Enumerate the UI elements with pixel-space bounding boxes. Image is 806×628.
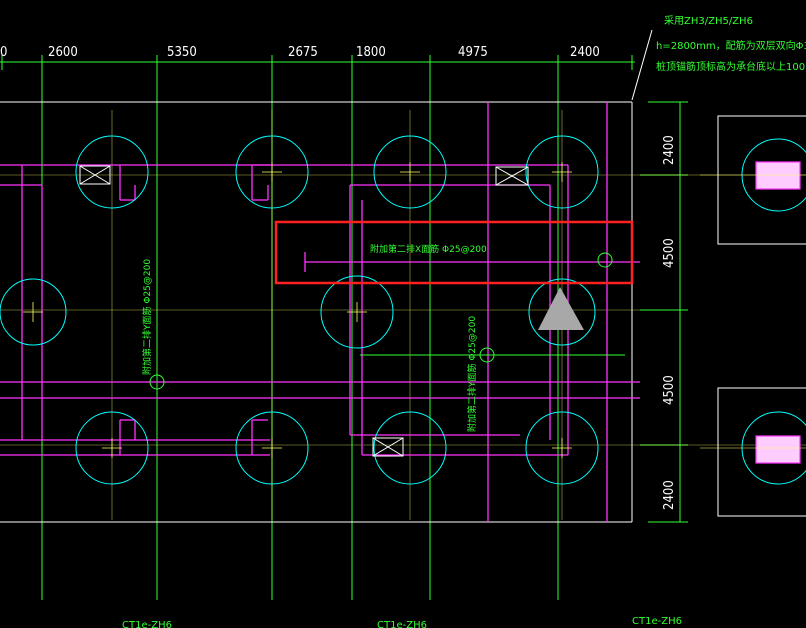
bottom-label-1: CT1e-ZH6 — [122, 620, 172, 628]
dim-text-top-3: 2675 — [288, 45, 318, 60]
note-line-2: h=2800mm，配筋为双层双向Φ32@100 — [656, 39, 806, 52]
general-notes: 采用ZH3/ZH5/ZH6 h=2800mm，配筋为双层双向Φ32@100 桩顶… — [656, 15, 806, 73]
highlight-rebar-label: 附加第二排X面筋 Φ25@200 — [370, 243, 487, 255]
side-cap-bottom-block — [755, 435, 801, 464]
side-cap-bottom — [717, 387, 806, 517]
top-dimension-texts: 2600 5350 2675 1800 4975 2400 0 — [0, 45, 600, 60]
dim-text-right-4: 2400 — [662, 480, 677, 510]
side-cap-top — [717, 115, 806, 245]
rebar-lines — [0, 102, 640, 522]
bottom-label-3: CT1e-ZH6 — [632, 616, 682, 627]
bottom-label-2: CT1e-ZH6 — [377, 620, 427, 628]
dim-text-right-1: 2400 — [662, 135, 677, 165]
right-dimension-texts: 2400 4500 4500 2400 — [662, 135, 677, 510]
pile-2 — [235, 135, 309, 209]
triangle-marker — [538, 287, 584, 330]
pile-11 — [525, 411, 599, 485]
pile-cap-outline — [0, 101, 633, 523]
dim-text-edge: 0 — [0, 45, 7, 60]
note-line-1: 采用ZH3/ZH5/ZH6 — [664, 15, 753, 27]
pile-5 — [0, 278, 67, 346]
dim-text-right-2: 4500 — [662, 238, 677, 268]
dim-text-top-2: 5350 — [167, 45, 197, 60]
axis-lines — [0, 110, 806, 520]
dim-text-top-1: 2600 — [48, 45, 78, 60]
pile-8 — [75, 411, 149, 485]
pile-crosshairs — [23, 162, 572, 458]
pile-6 — [320, 275, 394, 349]
dim-text-top-5: 4975 — [458, 45, 488, 60]
vertical-rebar-label-right: 附加第二排Y面筋 Φ25@200 — [466, 316, 478, 432]
cross-box-2 — [495, 166, 529, 186]
pile-1 — [75, 135, 149, 209]
highlight-selection-box[interactable] — [274, 220, 634, 285]
pile-3 — [373, 135, 447, 209]
pile-10 — [373, 411, 447, 485]
pile-7 — [528, 278, 596, 346]
vertical-rebar-label-left: 附加第二排Y面筋 Φ25@200 — [141, 259, 153, 375]
dim-text-top-4: 1800 — [356, 45, 386, 60]
cross-box-3 — [372, 437, 404, 457]
dim-text-top-6: 2400 — [570, 45, 600, 60]
pile-9 — [235, 411, 309, 485]
side-cap-top-block — [755, 161, 801, 190]
note-leader — [631, 29, 653, 101]
cross-box-1 — [79, 165, 111, 185]
pile-4 — [525, 135, 599, 209]
note-line-3: 桩顶锚筋顶标高为承台底以上100mm — [656, 60, 806, 73]
dim-text-right-3: 4500 — [662, 375, 677, 405]
side-pile-caps — [700, 115, 806, 517]
cross-box-markers — [79, 165, 529, 457]
